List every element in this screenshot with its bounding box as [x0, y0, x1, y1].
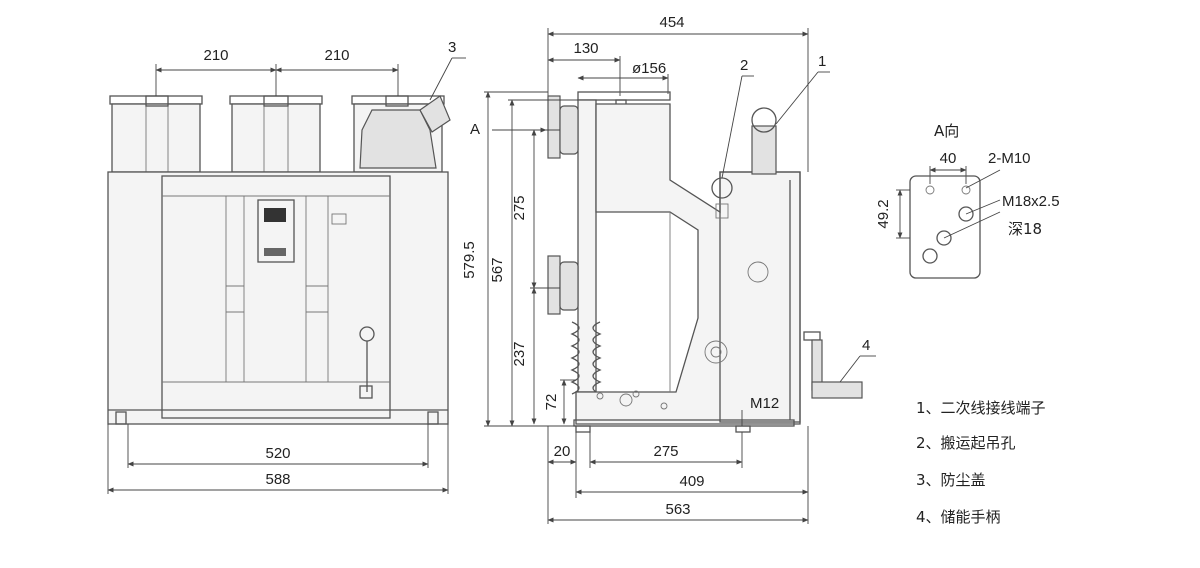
indicator-block: [257, 199, 295, 263]
callout-lifting-hole: 2: [740, 57, 748, 74]
detail-title: A向: [934, 122, 959, 140]
dim-pitch-right: 210: [324, 47, 349, 64]
dim-base-height: 72: [543, 394, 560, 411]
lower-terminal: [559, 261, 579, 311]
legend: 1、二次线接线端子 2、搬运起吊孔 3、防尘盖 4、储能手柄: [916, 399, 1046, 526]
legend-item-3: 3、防尘盖: [916, 471, 986, 489]
dim-height-567: 567: [489, 257, 506, 282]
dim-inner-width: 520: [265, 445, 290, 462]
dim-pole-diameter: ø156: [632, 60, 666, 77]
counter-window: [264, 248, 286, 256]
mechanism-housing: [575, 103, 801, 425]
operation-shaft: [704, 340, 728, 364]
spring: [570, 321, 580, 395]
detail-spacing: 40: [940, 150, 957, 167]
secondary-terminal: [751, 125, 777, 175]
side-view: 454 130 ø156: [461, 14, 876, 524]
dim-total-depth: 454: [659, 14, 684, 31]
dim-upper-span: 275: [511, 195, 528, 220]
front-panel: [161, 175, 391, 419]
dust-cover: [359, 95, 451, 169]
legend-item-2: 2、搬运起吊孔: [916, 434, 1016, 452]
pole-tube-left: [109, 95, 203, 173]
pole-column: [577, 99, 597, 393]
callout-dustcover: 3: [448, 39, 456, 56]
dim-bottom-thread: M12: [750, 395, 779, 412]
view-marker-a: A: [470, 121, 480, 138]
dim-outer-width: 588: [265, 471, 290, 488]
legend-item-1: 1、二次线接线端子: [916, 399, 1046, 417]
dim-pitch-left: 210: [203, 47, 228, 64]
dim-overall-height: 579.5: [461, 241, 478, 279]
mounting-plate: [909, 175, 981, 279]
pole-tube-middle: [229, 95, 323, 173]
dim-total-width: 563: [665, 501, 690, 518]
label-plate: [331, 213, 347, 225]
front-view: 210 210 520 588 3: [107, 39, 466, 494]
dim-lower-span: 237: [511, 341, 528, 366]
detail-bolt-spec: 2-M10: [988, 150, 1031, 167]
legend-item-4: 4、储能手柄: [916, 508, 1001, 526]
detail-thread-spec: M18x2.5: [1002, 193, 1060, 210]
callout-terminal: 1: [818, 53, 826, 70]
detail-depth-spec: 深18: [1008, 220, 1042, 238]
dim-wheel-span: 275: [653, 443, 678, 460]
dim-to-pole: 130: [573, 40, 598, 57]
detail-view-a: A向 40 2-M10 49.2 M18x2.5 深18: [875, 122, 1060, 279]
position-indicator: [264, 208, 286, 222]
upper-terminal: [559, 105, 579, 155]
detail-vertical-dim: 49.2: [875, 199, 892, 228]
callout-handle: 4: [862, 337, 870, 354]
dim-base-width: 409: [679, 473, 704, 490]
dim-base-offset: 20: [554, 443, 571, 460]
